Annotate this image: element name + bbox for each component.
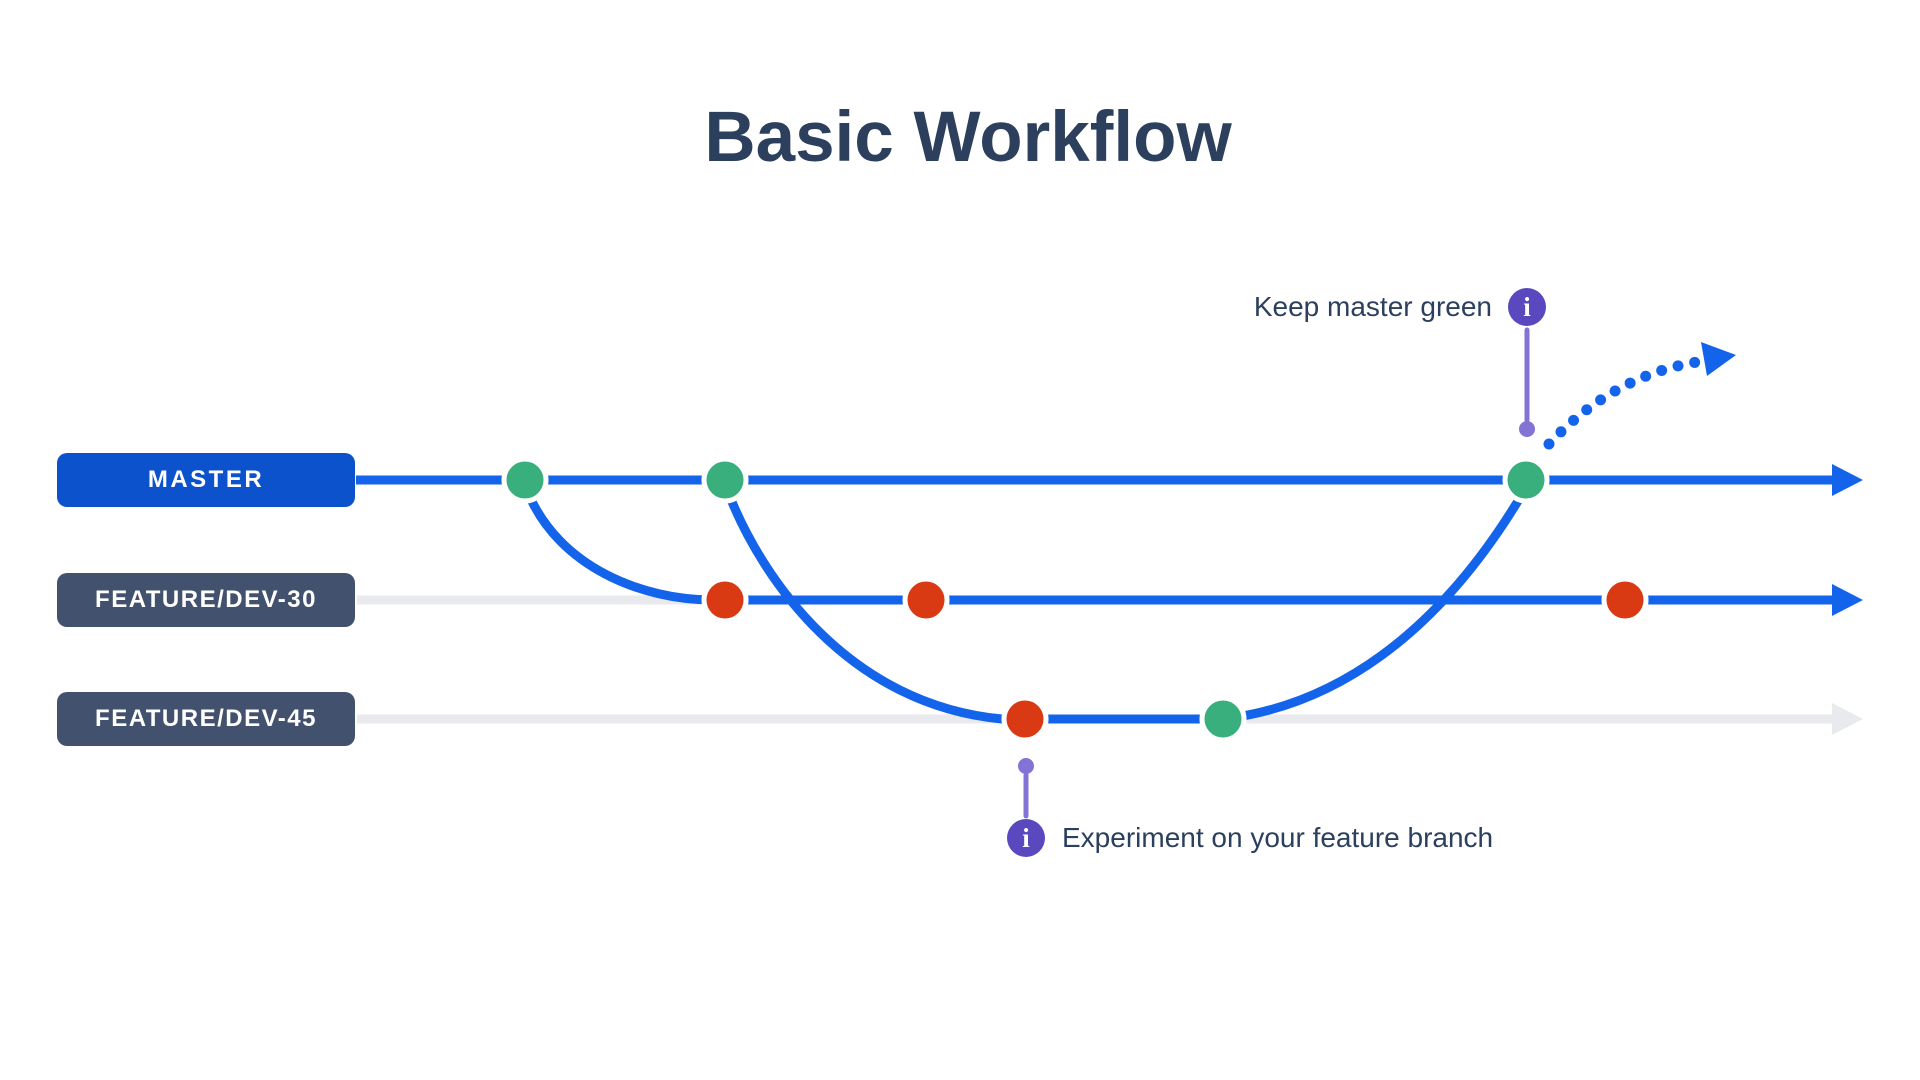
annotation-keep-master-green: Keep master green	[1253, 291, 1492, 322]
master-arrowhead-icon	[1832, 464, 1863, 496]
branch-curve-master-to-dev30	[524, 490, 719, 605]
dev30-arrowhead-icon	[1832, 584, 1863, 616]
commit-layer	[501, 456, 1649, 743]
annotation-experiment-feature-branch: Experiment on your feature branch	[1062, 822, 1494, 853]
commit-dot-green	[1199, 695, 1247, 743]
badge-feature-dev-45-label: FEATURE/DEV-45	[95, 705, 317, 732]
dev45-arrowhead-icon	[1832, 703, 1863, 735]
badge-feature-dev-45: FEATURE/DEV-45	[57, 692, 355, 746]
experiment-note-connector-dot	[1018, 758, 1034, 774]
commit-dot-red	[1001, 695, 1049, 743]
badge-feature-dev-30: FEATURE/DEV-30	[57, 573, 355, 627]
merge-curve-dev45-to-master	[1232, 486, 1529, 722]
info-icon-glyph: i	[1523, 291, 1531, 322]
info-icon: i	[1508, 288, 1546, 326]
commit-dot-red	[902, 576, 950, 624]
commit-dot-green	[701, 456, 749, 504]
badge-master-label: MASTER	[147, 466, 265, 493]
commit-dot-red	[1601, 576, 1649, 624]
page-title: Basic Workflow	[704, 98, 1232, 177]
commit-dot-green	[1502, 456, 1550, 504]
info-icon-glyph: i	[1022, 822, 1030, 853]
keep-note-connector-dot	[1519, 421, 1535, 437]
commit-dot-green	[501, 456, 549, 504]
branch-curve-master-to-dev45	[723, 487, 1007, 724]
badge-feature-dev-30-label: FEATURE/DEV-30	[95, 586, 317, 613]
future-merge-arrowhead-icon	[1701, 342, 1736, 376]
future-merge-dotted-arc	[1543, 354, 1718, 450]
info-icon: i	[1007, 819, 1045, 857]
commit-dot-red	[701, 576, 749, 624]
badge-master: MASTER	[57, 453, 355, 507]
